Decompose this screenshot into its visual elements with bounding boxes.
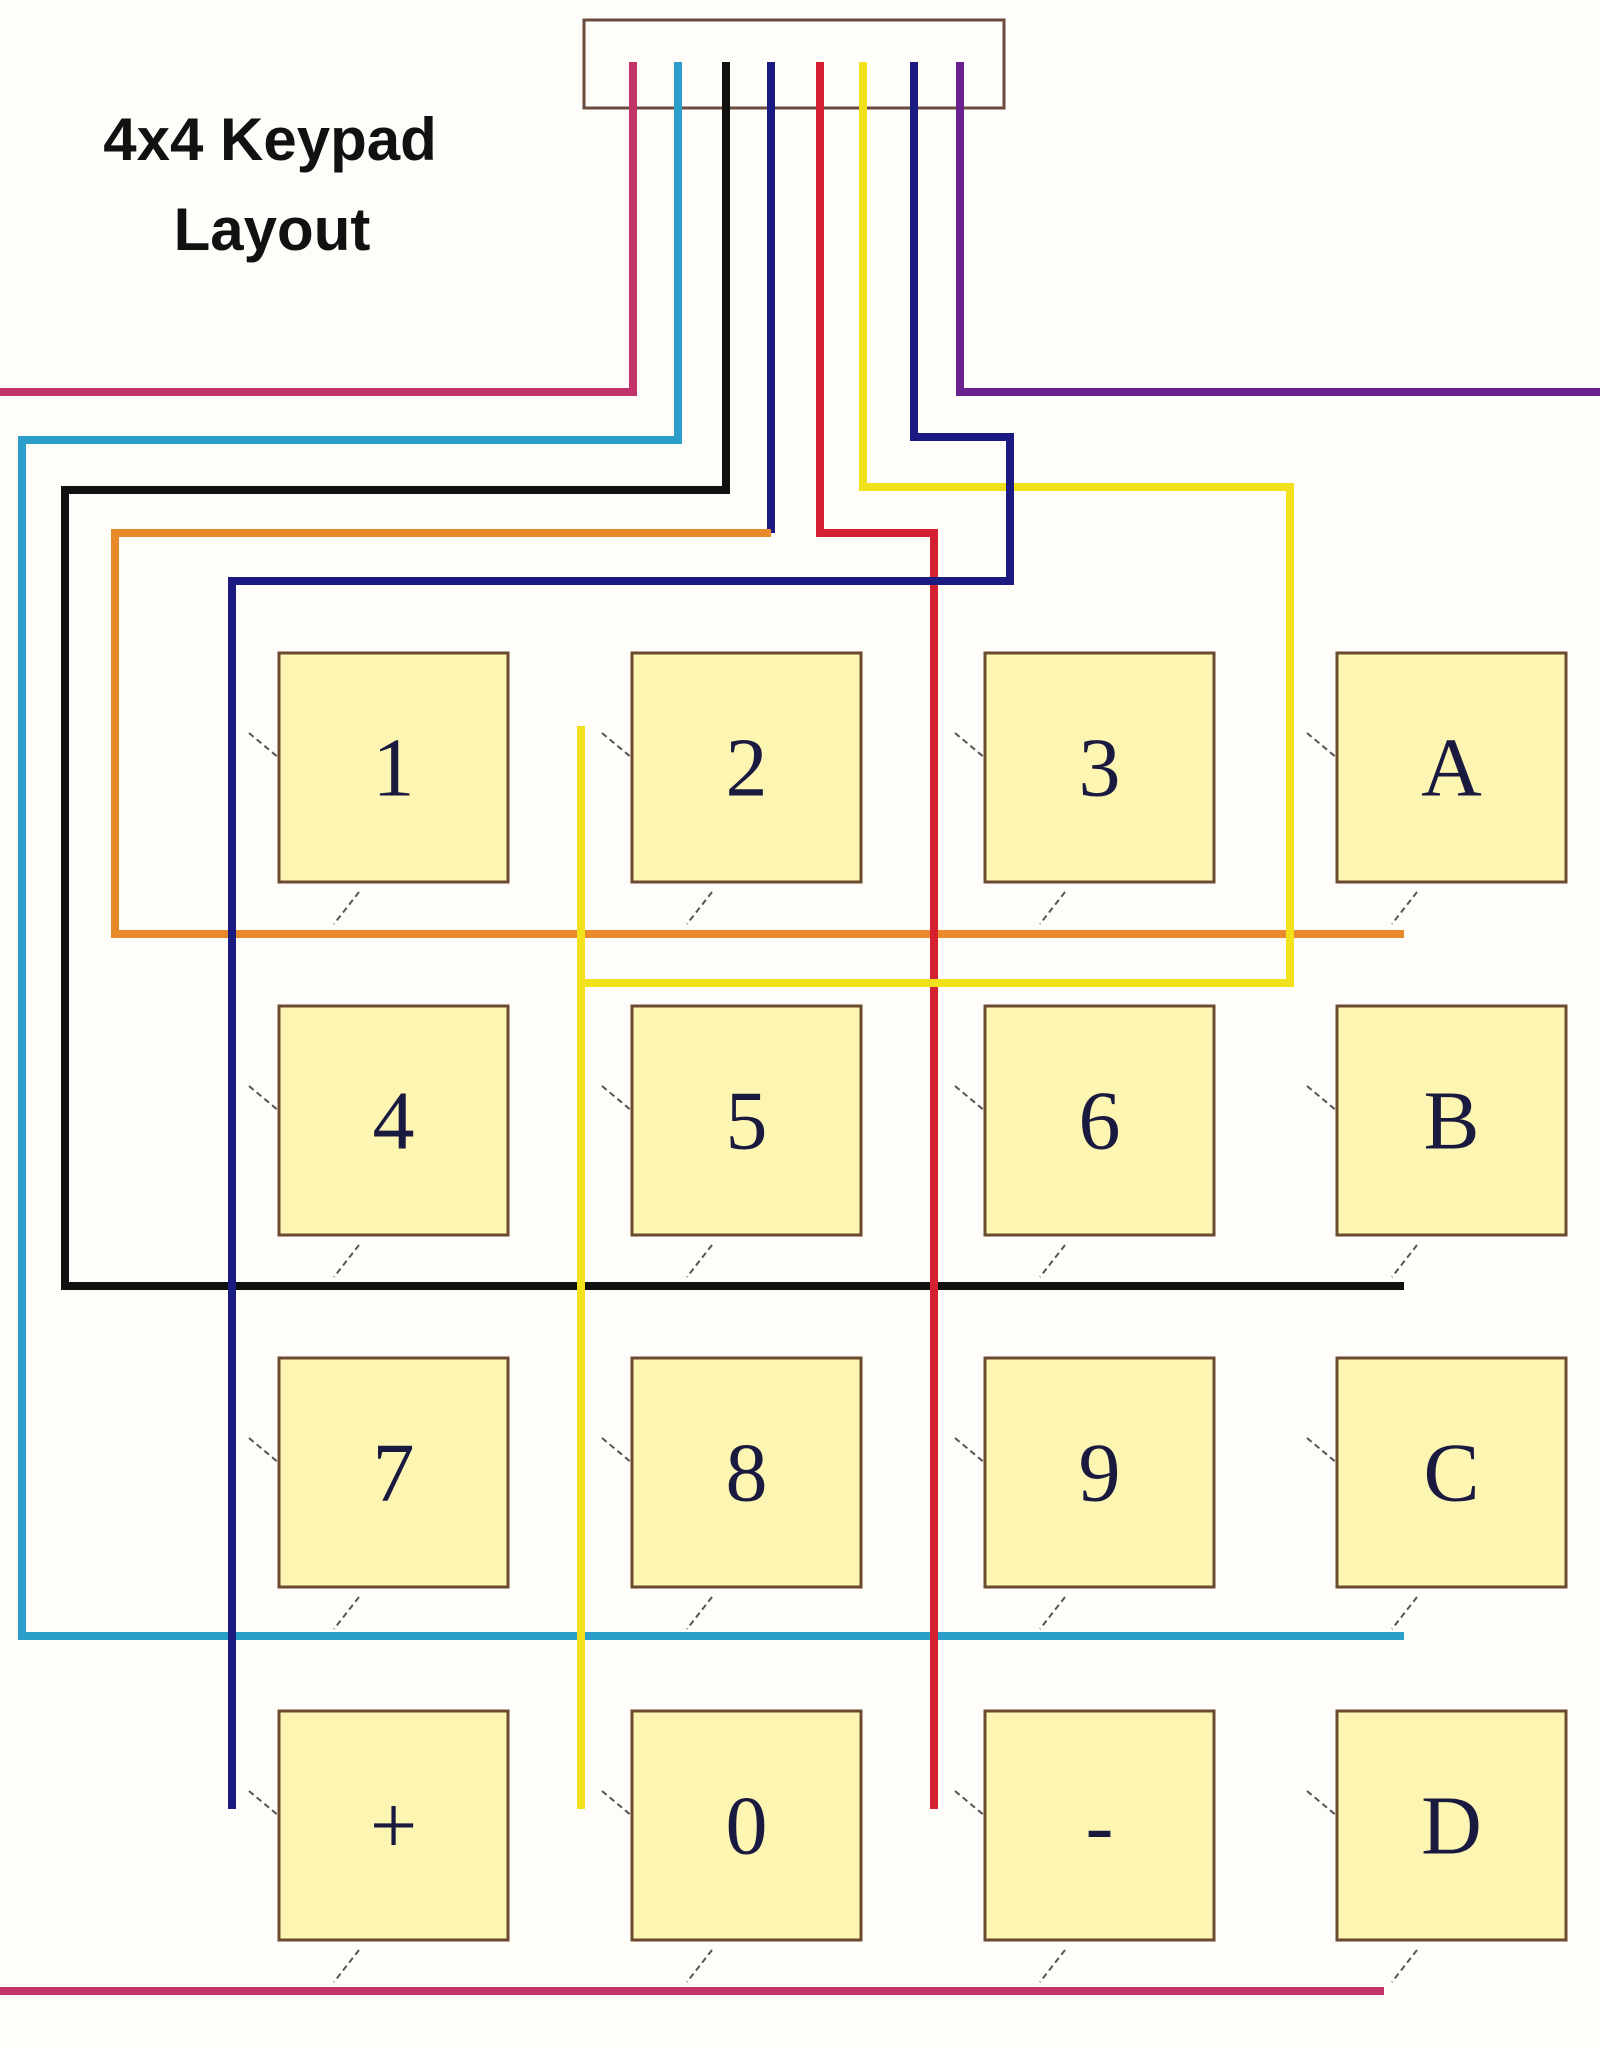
- contact-tick: [601, 1437, 633, 1464]
- contact-tick: [601, 732, 633, 759]
- key-body[interactable]: [1335, 1356, 1568, 1589]
- key-A[interactable]: A: [1306, 651, 1568, 925]
- key-body[interactable]: [983, 651, 1216, 884]
- contact-tick: [333, 1244, 360, 1278]
- key-body[interactable]: [277, 1709, 510, 1942]
- title-line-2: Layout: [174, 196, 371, 263]
- key-body[interactable]: [983, 1709, 1216, 1942]
- contact-tick: [333, 1596, 360, 1630]
- key-C[interactable]: C: [1306, 1356, 1568, 1630]
- contact-tick: [954, 1790, 986, 1817]
- key-body[interactable]: [630, 1709, 863, 1942]
- contact-tick: [248, 1437, 280, 1464]
- key-label: B: [1423, 1075, 1479, 1168]
- key-label: +: [370, 1780, 417, 1873]
- contact-tick: [601, 1085, 633, 1112]
- key-body[interactable]: [630, 651, 863, 884]
- key-+[interactable]: +: [248, 1709, 510, 1983]
- key-label: C: [1423, 1427, 1479, 1520]
- contact-tick: [1391, 891, 1418, 925]
- key-label: 4: [373, 1075, 415, 1168]
- key-label: -: [1086, 1780, 1114, 1873]
- keypad-grid: 1 2 3 A 4 5 6 B 7 8 9 C +0 - D: [248, 651, 1568, 1983]
- contact-tick: [1391, 1949, 1418, 1983]
- contact-tick: [1039, 891, 1066, 925]
- key-0[interactable]: 0: [601, 1709, 863, 1983]
- key-1[interactable]: 1: [248, 651, 510, 925]
- wire-purple: [956, 62, 1600, 396]
- wire-yellow-loop: [581, 62, 1294, 987]
- connector-header: [582, 18, 1006, 110]
- contact-tick: [954, 1437, 986, 1464]
- key-label: 1: [373, 722, 415, 815]
- key-label: 0: [726, 1780, 768, 1873]
- wire-black: [61, 62, 1404, 1290]
- key-9[interactable]: 9: [954, 1356, 1216, 1630]
- key-5[interactable]: 5: [601, 1004, 863, 1278]
- key-3[interactable]: 3: [954, 651, 1216, 925]
- key-body[interactable]: [277, 651, 510, 884]
- contact-tick: [1306, 1085, 1338, 1112]
- contact-tick: [1306, 732, 1338, 759]
- contact-tick: [1039, 1244, 1066, 1278]
- key-label: A: [1421, 722, 1482, 815]
- key-body[interactable]: [1335, 651, 1568, 884]
- contact-tick: [1306, 1437, 1338, 1464]
- title-line-1: 4x4 Keypad: [103, 106, 437, 173]
- wire-magenta-top: [0, 62, 637, 396]
- contact-tick: [954, 1085, 986, 1112]
- contact-tick: [248, 732, 280, 759]
- wires: [0, 62, 1600, 1995]
- key-body[interactable]: [983, 1004, 1216, 1237]
- wire-red: [816, 62, 938, 1809]
- key-D[interactable]: D: [1306, 1709, 1568, 1983]
- contact-tick: [1306, 1790, 1338, 1817]
- contact-tick: [601, 1790, 633, 1817]
- key-label: 3: [1079, 722, 1121, 815]
- key-8[interactable]: 8: [601, 1356, 863, 1630]
- key-label: 2: [726, 722, 768, 815]
- key-body[interactable]: [630, 1356, 863, 1589]
- contact-tick: [954, 732, 986, 759]
- contact-tick: [333, 1949, 360, 1983]
- key-body[interactable]: [983, 1356, 1216, 1589]
- contact-tick: [686, 1949, 713, 1983]
- contact-tick: [1039, 1596, 1066, 1630]
- key-body[interactable]: [277, 1004, 510, 1237]
- key-label: 7: [373, 1427, 415, 1520]
- key-2[interactable]: 2: [601, 651, 863, 925]
- wire-orange: [111, 529, 1404, 938]
- contact-tick: [248, 1085, 280, 1112]
- key-4[interactable]: 4: [248, 1004, 510, 1278]
- contact-tick: [333, 891, 360, 925]
- contact-tick: [1391, 1596, 1418, 1630]
- contact-tick: [1039, 1949, 1066, 1983]
- key-label: 6: [1079, 1075, 1121, 1168]
- key-label: 9: [1079, 1427, 1121, 1520]
- key-body[interactable]: [630, 1004, 863, 1237]
- key-label: 8: [726, 1427, 768, 1520]
- key-body[interactable]: [1335, 1709, 1568, 1942]
- key-7[interactable]: 7: [248, 1356, 510, 1630]
- key-B[interactable]: B: [1306, 1004, 1568, 1278]
- key--[interactable]: -: [954, 1709, 1216, 1983]
- key-6[interactable]: 6: [954, 1004, 1216, 1278]
- contact-tick: [1391, 1244, 1418, 1278]
- key-label: 5: [726, 1075, 768, 1168]
- contact-tick: [686, 1596, 713, 1630]
- key-body[interactable]: [1335, 1004, 1568, 1237]
- contact-tick: [248, 1790, 280, 1817]
- key-body[interactable]: [277, 1356, 510, 1589]
- wire-cyan: [18, 62, 1404, 1640]
- contact-tick: [686, 1244, 713, 1278]
- contact-tick: [686, 891, 713, 925]
- key-label: D: [1421, 1780, 1482, 1873]
- wire-navy-2: [228, 62, 1014, 1809]
